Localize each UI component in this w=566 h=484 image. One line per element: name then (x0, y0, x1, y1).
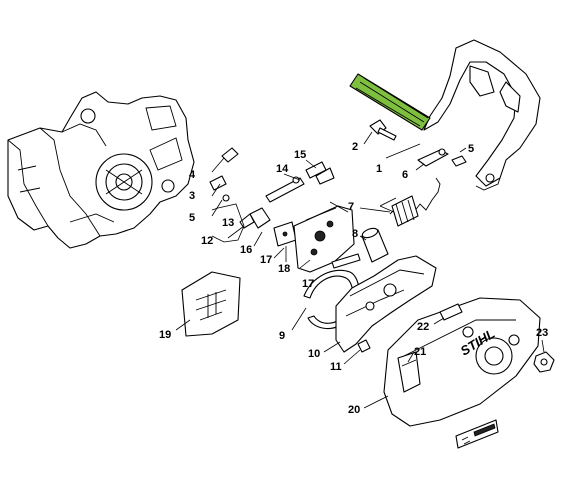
guide-plate-17 (293, 205, 355, 273)
callout-12: 12 (201, 235, 213, 247)
plate-18 (273, 221, 297, 247)
callout-labels: 1 2 3 4 5 5 6 7 8 9 10 11 12 13 14 15 16… (159, 141, 548, 416)
small-parts-3-4-5 (209, 147, 239, 202)
callout-19: 19 (159, 329, 171, 341)
callout-15: 15 (294, 149, 306, 161)
bracket-14-15 (292, 161, 335, 185)
callout-9: 9 (279, 330, 285, 342)
callout-22: 22 (417, 321, 429, 333)
screw-11 (357, 339, 371, 353)
highlighted-part (349, 73, 431, 131)
plate-19 (181, 271, 241, 337)
callout-17a: 17 (260, 254, 272, 266)
linkage-6 (417, 148, 467, 167)
callout-2: 2 (352, 141, 358, 153)
callout-7: 7 (348, 201, 354, 213)
callout-20: 20 (348, 404, 360, 416)
callout-13: 13 (222, 217, 234, 229)
part-22 (439, 303, 463, 321)
callout-17b: 17 (302, 278, 314, 290)
screw-2 (369, 119, 397, 141)
callout-4: 4 (189, 169, 196, 181)
callout-11: 11 (330, 361, 342, 373)
brake-band-9 (303, 253, 361, 330)
callout-14: 14 (276, 163, 289, 175)
callout-23: 23 (536, 327, 548, 339)
part-21 (397, 351, 421, 393)
callout-18: 18 (278, 263, 290, 275)
callout-3: 3 (189, 190, 195, 202)
sprocket-cover-20: STIHL (383, 297, 541, 427)
callout-5a: 5 (189, 212, 195, 224)
callout-1: 1 (376, 163, 382, 175)
hand-guard (423, 39, 541, 191)
callout-5b: 5 (468, 143, 474, 155)
leader-lines (175, 131, 545, 409)
sprocket-cover-10 (335, 255, 437, 353)
adjuster-13-16 (239, 177, 305, 229)
callout-21: 21 (414, 346, 426, 358)
spring-7 (389, 177, 441, 227)
callout-16: 16 (240, 244, 252, 256)
nut-23 (533, 351, 555, 373)
callout-8: 8 (352, 228, 358, 240)
callout-10: 10 (308, 348, 320, 360)
sleeve-8 (361, 227, 389, 263)
warning-label (455, 419, 499, 449)
callout-6: 6 (402, 169, 408, 181)
engine-housing (7, 91, 195, 249)
